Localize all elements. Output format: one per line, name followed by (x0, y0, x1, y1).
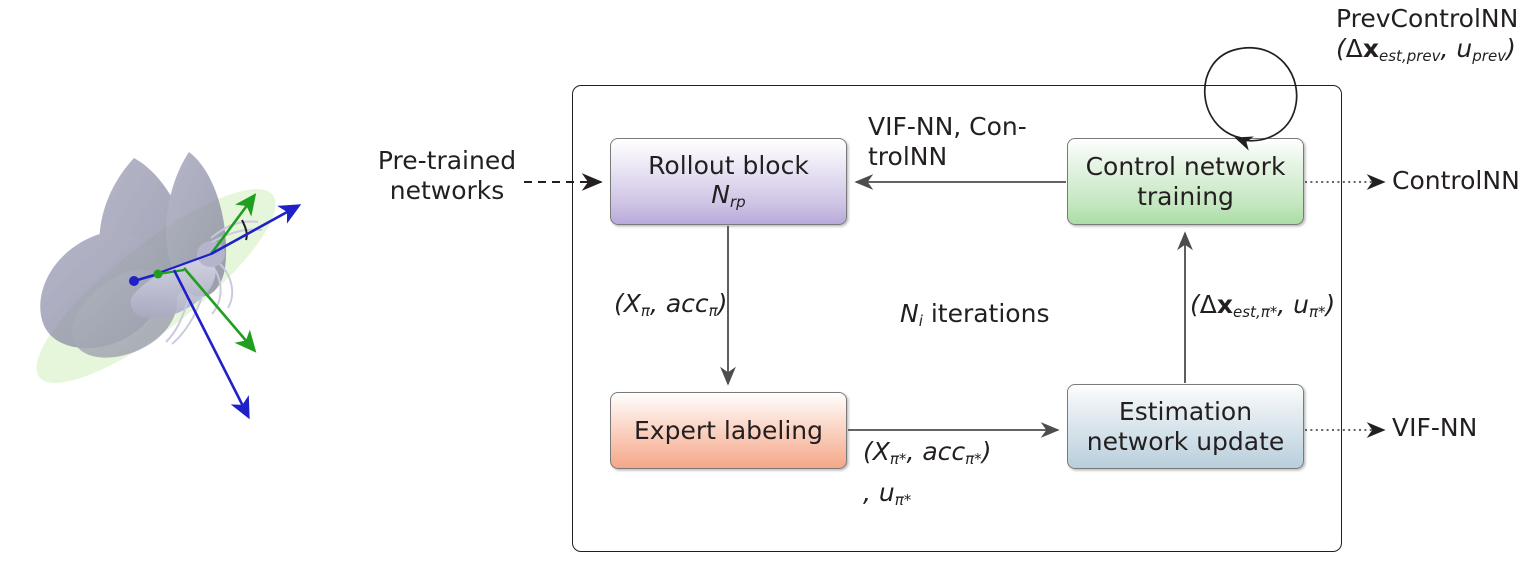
label-output-controlnn: ControlNN (1392, 166, 1520, 195)
node-estimation-label-line2: network update (1086, 426, 1285, 456)
label-output-vifnn: VIF-NN (1392, 413, 1478, 442)
label-vif-controlnn-line1: VIF-NN, Con- (868, 112, 1027, 141)
node-estimation-network-update[interactable]: Estimation network update (1067, 384, 1304, 469)
label-tuple-x-acc-pi: (Xπ, accπ) (614, 289, 728, 321)
label-pretrained-line2: networks (389, 176, 505, 205)
label-ni-iterations: Ni iterations (900, 299, 1049, 330)
label-vif-controlnn-line2: trolNN (868, 142, 948, 171)
label-prevcontrolnn-title: PrevControlNN (1336, 4, 1519, 33)
robot-render-svg (36, 152, 302, 420)
robot-legs (165, 220, 263, 345)
label-vif-controlnn: VIF-NN, Con- trolNN (868, 112, 1028, 172)
angle-marker (241, 219, 248, 241)
flapping-wing-robot-illustration (6, 118, 346, 448)
label-pretrained-line1: Pre-trained (377, 146, 517, 175)
label-prevcontrolnn-tuple: (Δxest,prev, uprev) (1336, 34, 1516, 66)
coordinate-axes (129, 193, 302, 420)
label-iterations-word: iterations (930, 299, 1050, 328)
node-rollout-label: Rollout block (648, 150, 809, 180)
label-pretrained-networks: Pre-trained networks (372, 146, 522, 206)
label-tuple-dx-est-pistar: (Δxest,π*, uπ*) (1190, 290, 1336, 322)
node-estimation-label-line1: Estimation (1118, 397, 1253, 426)
node-control-label-line2: training (1137, 181, 1234, 211)
node-rollout-sublabel: Nrp (711, 180, 746, 212)
label-ni-symbol: Ni (900, 299, 923, 331)
node-expert-label: Expert labeling (634, 415, 823, 445)
node-control-label-line1: Control network (1085, 152, 1286, 181)
iteration-loop-container (572, 85, 1342, 552)
label-prevcontrolnn: PrevControlNN (Δxest,prev, uprev) (1336, 4, 1539, 65)
label-tuple-x-acc-pistar: (Xπ*, accπ*) (863, 437, 992, 469)
node-rollout-block[interactable]: Rollout block Nrp (610, 138, 847, 225)
node-control-network-training[interactable]: Control network training (1067, 138, 1304, 225)
node-expert-labeling[interactable]: Expert labeling (610, 392, 847, 469)
label-tuple-u-pistar: , uπ* (863, 478, 912, 510)
